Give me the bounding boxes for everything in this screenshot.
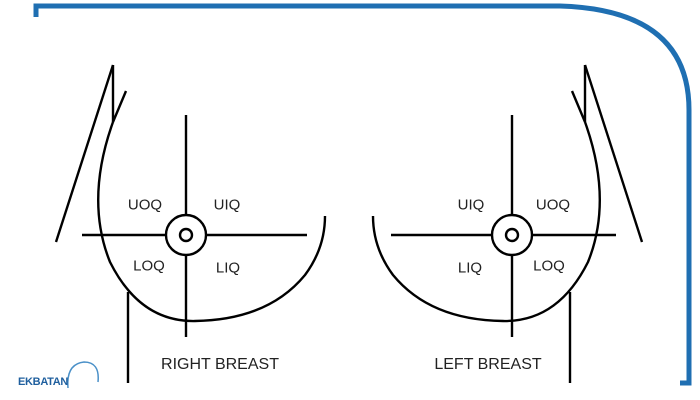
label-left-liq: LIQ [457, 259, 483, 277]
logo-text: EKBATAN [18, 376, 69, 388]
label-right-loq: LOQ [133, 257, 165, 275]
ekbatan-logo: EKBATAN [18, 358, 102, 394]
breast-outline [97, 121, 327, 323]
chest-line [111, 65, 128, 123]
chest-line [54, 64, 115, 243]
right-breast-title: RIGHT BREAST [161, 356, 279, 373]
left-breast-title: LEFT BREAST [434, 356, 542, 373]
left-breast-drawing [371, 63, 644, 385]
frame-border [33, 3, 692, 386]
logo-arc-icon [67, 361, 99, 389]
label-left-loq: LOQ [533, 257, 565, 275]
nipple [178, 227, 194, 243]
right-breast-drawing [54, 64, 327, 383]
label-right-uiq: UIQ [213, 196, 241, 214]
label-right-uoq: UOQ [127, 196, 163, 214]
label-left-uoq: UOQ [535, 196, 571, 214]
label-right-liq: LIQ [215, 259, 241, 277]
label-left-uiq: UIQ [457, 196, 485, 214]
